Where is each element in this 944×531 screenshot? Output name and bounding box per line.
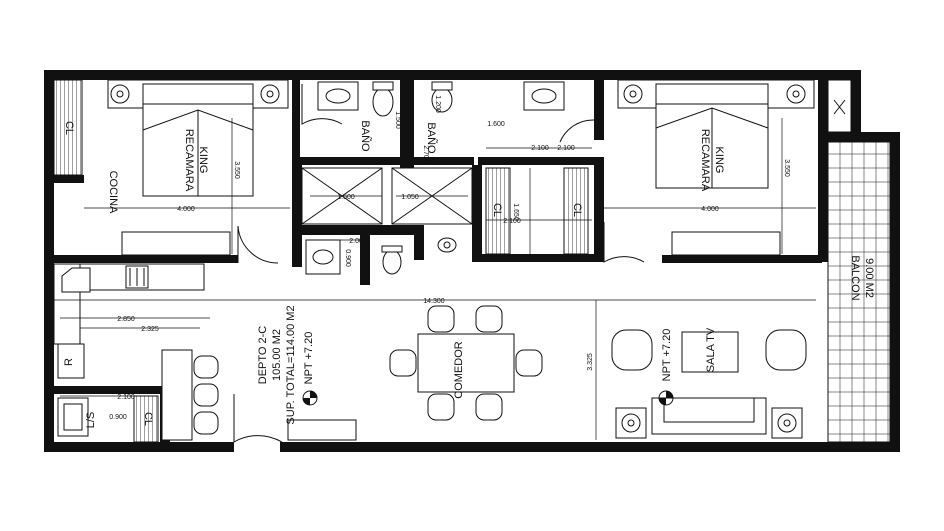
dim-overall: 14.300	[423, 298, 445, 305]
level-right-label: NPT +7.20	[661, 329, 673, 382]
dim-wc-w: 2.000	[349, 238, 367, 245]
balcony-label-2: 9.00 M2	[863, 258, 875, 298]
kitchen-label: COCINA	[107, 171, 119, 214]
closet-left	[53, 79, 83, 176]
level-marker-right	[658, 390, 674, 406]
dim-wc-h: 0.900	[344, 249, 351, 267]
dim-closet-w-b: 2.100	[557, 145, 575, 152]
bedroom-right-furniture	[617, 79, 815, 256]
closet-mid-right	[563, 167, 589, 255]
dim-bath-right-h: 2.700	[422, 145, 429, 163]
unit-area: 105.00 M2	[271, 329, 283, 381]
dining-furniture	[389, 305, 543, 421]
dim-bed-right-w: 4.000	[701, 206, 719, 213]
walls	[44, 70, 900, 452]
dim-shower-right: 1.050	[401, 194, 419, 201]
dim-shower-left: 1.500	[337, 194, 355, 201]
dimension-lines	[54, 118, 816, 440]
dim-bath-right-w: 1.600	[487, 121, 505, 128]
dim-bed-left-h: 3.550	[233, 161, 240, 179]
closet-mid-right-label: CL	[571, 203, 583, 217]
balcony-label-1: BALCON	[849, 255, 861, 300]
bath-left-label: BAÑO	[359, 120, 372, 152]
bedroom-right-label-2: KING	[713, 147, 725, 174]
bedroom-left-label-1: RECAMARA	[183, 129, 195, 192]
living-furniture	[287, 329, 807, 441]
bath-right-label: BAÑO	[425, 122, 438, 154]
unit-total-area: SUP. TOTAL=114.00 M2	[285, 305, 297, 424]
balcony-grid	[827, 141, 891, 443]
kitchen-furniture	[53, 263, 219, 441]
dining-label: COMEDOR	[453, 341, 465, 399]
fridge-label: R	[63, 358, 75, 366]
level-marker-left	[302, 390, 318, 406]
doors	[233, 84, 645, 443]
closet-mid-left	[485, 167, 511, 255]
dim-kitchen-a: 2.850	[117, 316, 135, 323]
bedroom-left-label-2: KING	[197, 147, 209, 174]
dim-bed-right-h: 3.550	[783, 159, 790, 177]
dim-laundry-w: 2.100	[117, 394, 135, 401]
closet-mid-left-label: CL	[491, 203, 503, 217]
living-label: SALA TV	[705, 327, 717, 372]
balcony-stair-box	[827, 79, 852, 133]
dim-kitchen-b: 2.325	[141, 326, 159, 333]
closet-laundry-label: CL	[142, 412, 154, 426]
dim-closet-h: 1.650	[512, 203, 519, 221]
closet-laundry	[133, 395, 159, 443]
dim-laundry-h: 0.900	[109, 414, 127, 421]
dim-bath-right-small: 1.200	[434, 95, 441, 113]
dim-bath-right-mid: 2.100	[531, 145, 549, 152]
bedroom-right-label-1: RECAMARA	[699, 129, 711, 192]
closet-left-label: CL	[63, 121, 75, 135]
dim-bath-top-small: 1.500	[394, 111, 401, 129]
dim-closet-w-a: 2.100	[503, 218, 521, 225]
dim-bed-left-w: 4.000	[177, 206, 195, 213]
bedroom-left-furniture	[107, 79, 289, 256]
bath-fixtures	[301, 81, 565, 275]
level-left-label: NPT +7.20	[303, 332, 315, 385]
dim-living-h: 3.325	[587, 353, 594, 371]
laundry-label: L/S	[85, 412, 97, 429]
unit-name: DEPTO 2-C	[257, 326, 269, 385]
